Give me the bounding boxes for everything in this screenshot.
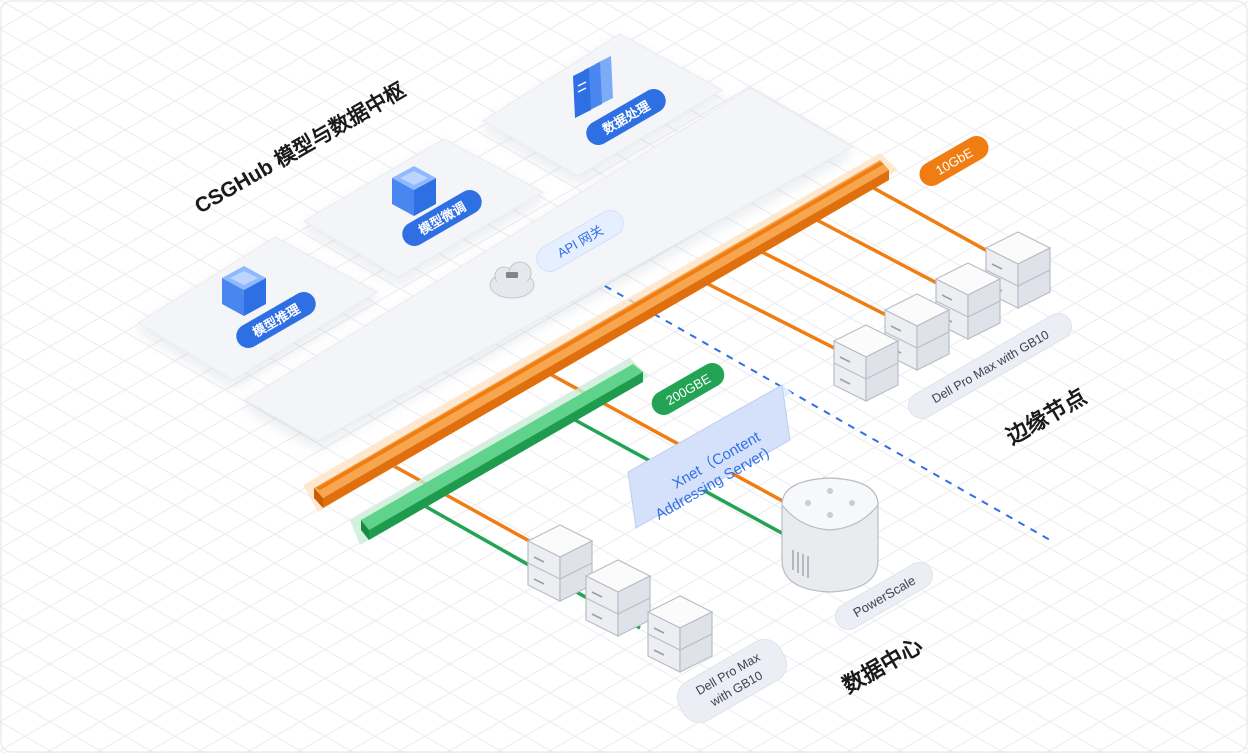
document-stack-icon [573,56,613,118]
dc-node-2 [585,559,651,637]
edge-link-1 [869,184,1001,260]
powerscale-storage-icon [781,477,879,593]
dc-node-3 [647,595,713,673]
zone-boundary-line [604,285,1051,541]
bus-10gbe [303,153,898,512]
gateway-cloud-icon [489,261,535,299]
edge-link-3 [759,249,901,324]
bus-200gbe [350,358,648,545]
dc-node-1 [527,524,593,602]
edge-links [705,184,1001,357]
panel-dataproc [482,33,724,177]
dc-node-pill: Dell Pro Max with GB10 [676,639,788,723]
edge-link-4 [705,281,849,357]
edge-link-2 [814,217,951,292]
edge-node-4 [833,324,899,402]
